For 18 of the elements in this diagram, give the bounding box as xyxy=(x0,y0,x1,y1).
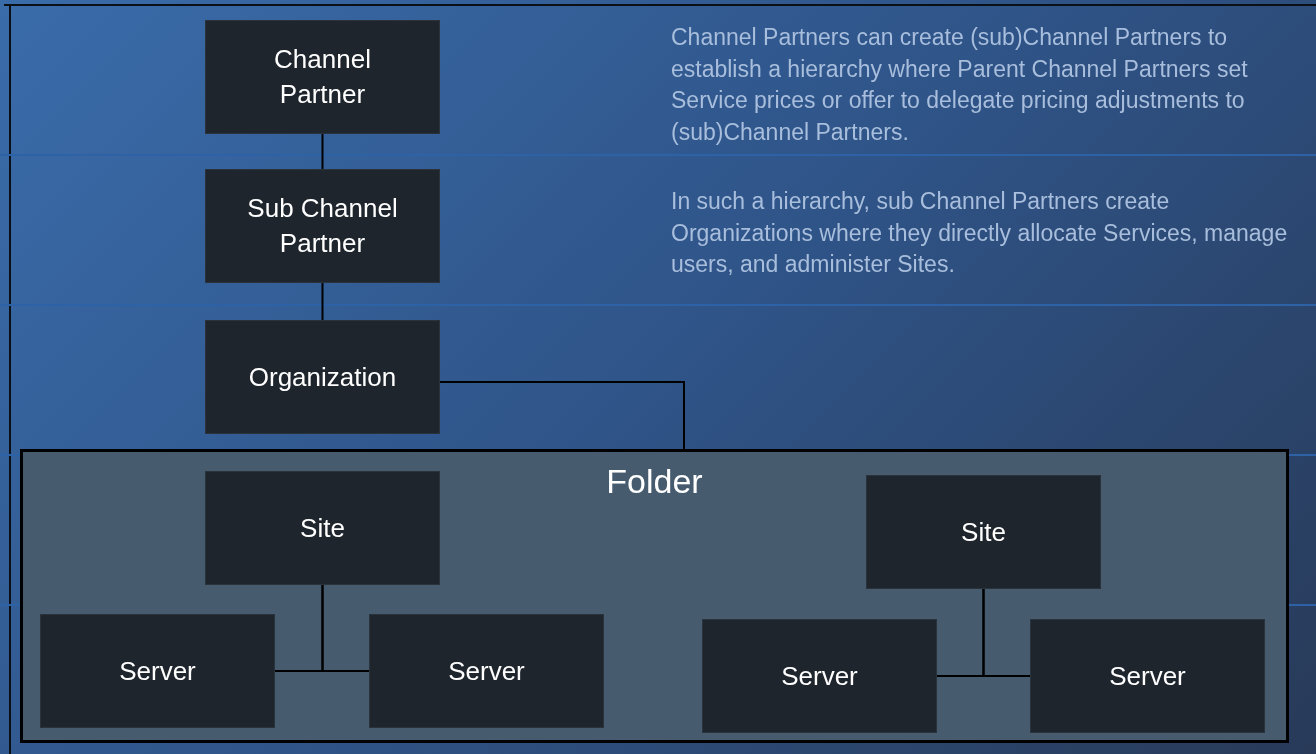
connector-line xyxy=(321,584,370,672)
hierarchy-box: Server xyxy=(369,614,604,728)
description-text: Channel Partners can create (sub)Channel Partners to establish a hierarchy where Parent Channel Partners set Service prices or offer to delegate pricing adjustments to (sub)Channel Partners. xyxy=(671,23,1249,147)
connector-line xyxy=(439,381,685,450)
connector-line xyxy=(321,133,324,170)
connector-line xyxy=(321,282,324,321)
folder-container xyxy=(20,449,1289,743)
description-text: In such a hierarchy, sub Channel Partners create Organizations where they directly allocate Services, manage users, and administer Sites. xyxy=(671,187,1289,279)
hierarchy-box: Server xyxy=(40,614,275,728)
hierarchy-box: Channel Partner xyxy=(205,20,440,134)
folder-title: Folder xyxy=(606,462,703,501)
hierarchy-box: Site xyxy=(205,471,440,585)
hierarchy-box: Server xyxy=(1030,619,1265,733)
hierarchy-box: Server xyxy=(702,619,937,733)
connector-line xyxy=(982,588,1031,677)
hierarchy-box: Organization xyxy=(205,320,440,434)
hierarchy-box: Sub Channel Partner xyxy=(205,169,440,283)
hierarchy-box: Site xyxy=(866,475,1101,589)
